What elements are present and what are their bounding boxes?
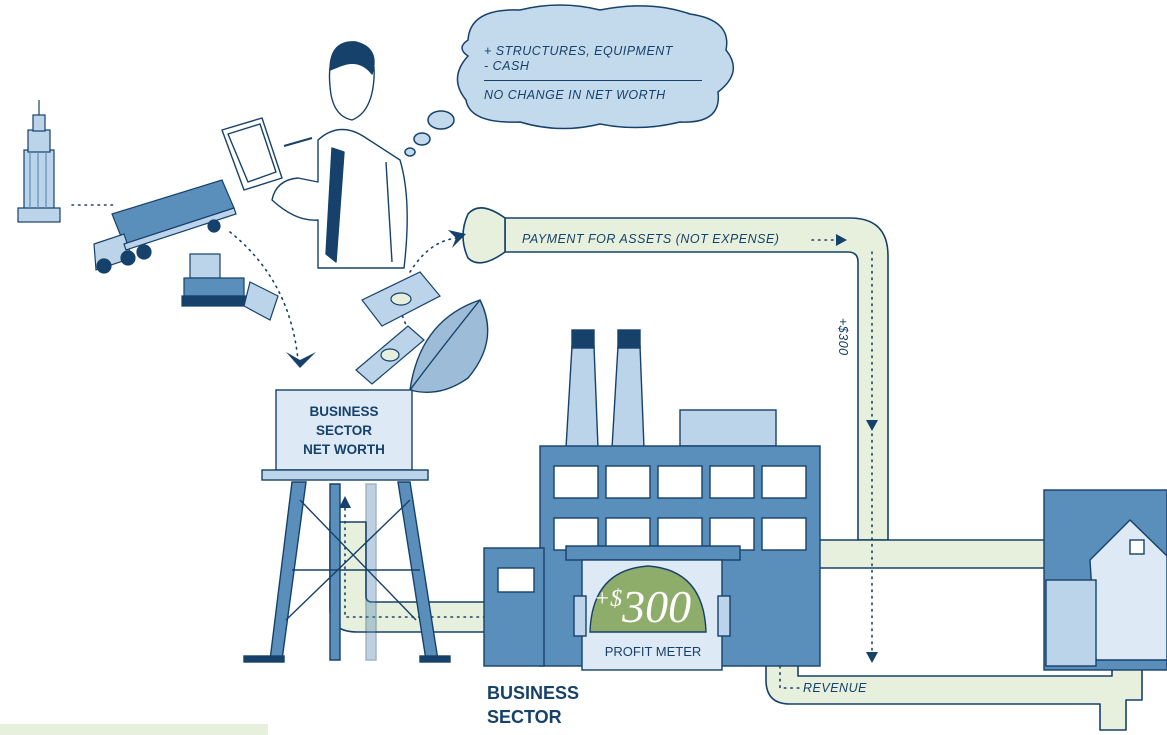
- house-icon: [1043, 489, 1167, 671]
- business-sector-label: BUSINESS SECTOR: [487, 681, 627, 729]
- money-bills: [355, 271, 441, 385]
- sector-line-1: BUSINESS: [487, 683, 580, 703]
- note-strip: [0, 724, 268, 735]
- tank-label: BUSINESS SECTOR NET WORTH: [276, 402, 412, 459]
- profit-meter: [565, 545, 741, 671]
- water-tower: [243, 389, 451, 663]
- profit-meter-amount: 300: [622, 581, 692, 632]
- amount-pipe-label: +$300: [836, 318, 850, 356]
- bulldozer-icon: [181, 253, 279, 321]
- thought-bubble: [404, 4, 735, 157]
- sector-line-2: SECTOR: [487, 707, 562, 727]
- thought-line-assets: + STRUCTURES, EQUIPMENT: [484, 44, 673, 58]
- tank-line-3: NET WORTH: [303, 442, 385, 457]
- revenue-pipe-label: REVENUE: [803, 681, 867, 695]
- profit-meter-sign: +$: [593, 586, 623, 612]
- tank-line-1: BUSINESS: [309, 404, 379, 419]
- skyscraper-icon: [17, 100, 61, 223]
- payment-pipe-label: PAYMENT FOR ASSETS (NOT EXPENSE): [522, 232, 780, 246]
- thought-bubble-text: + STRUCTURES, EQUIPMENT - CASH NO CHANGE…: [484, 44, 714, 103]
- truck-icon: [93, 179, 237, 274]
- thought-line-net-worth: NO CHANGE IN NET WORTH: [484, 88, 666, 102]
- profit-meter-value: +$300: [590, 573, 695, 633]
- tank-line-2: SECTOR: [315, 423, 372, 438]
- profit-meter-label: PROFIT METER: [604, 644, 702, 659]
- thought-line-cash: - CASH: [484, 59, 530, 73]
- tank-lid: [409, 299, 489, 393]
- businessman-figure: [221, 41, 408, 269]
- thought-divider: [484, 80, 702, 81]
